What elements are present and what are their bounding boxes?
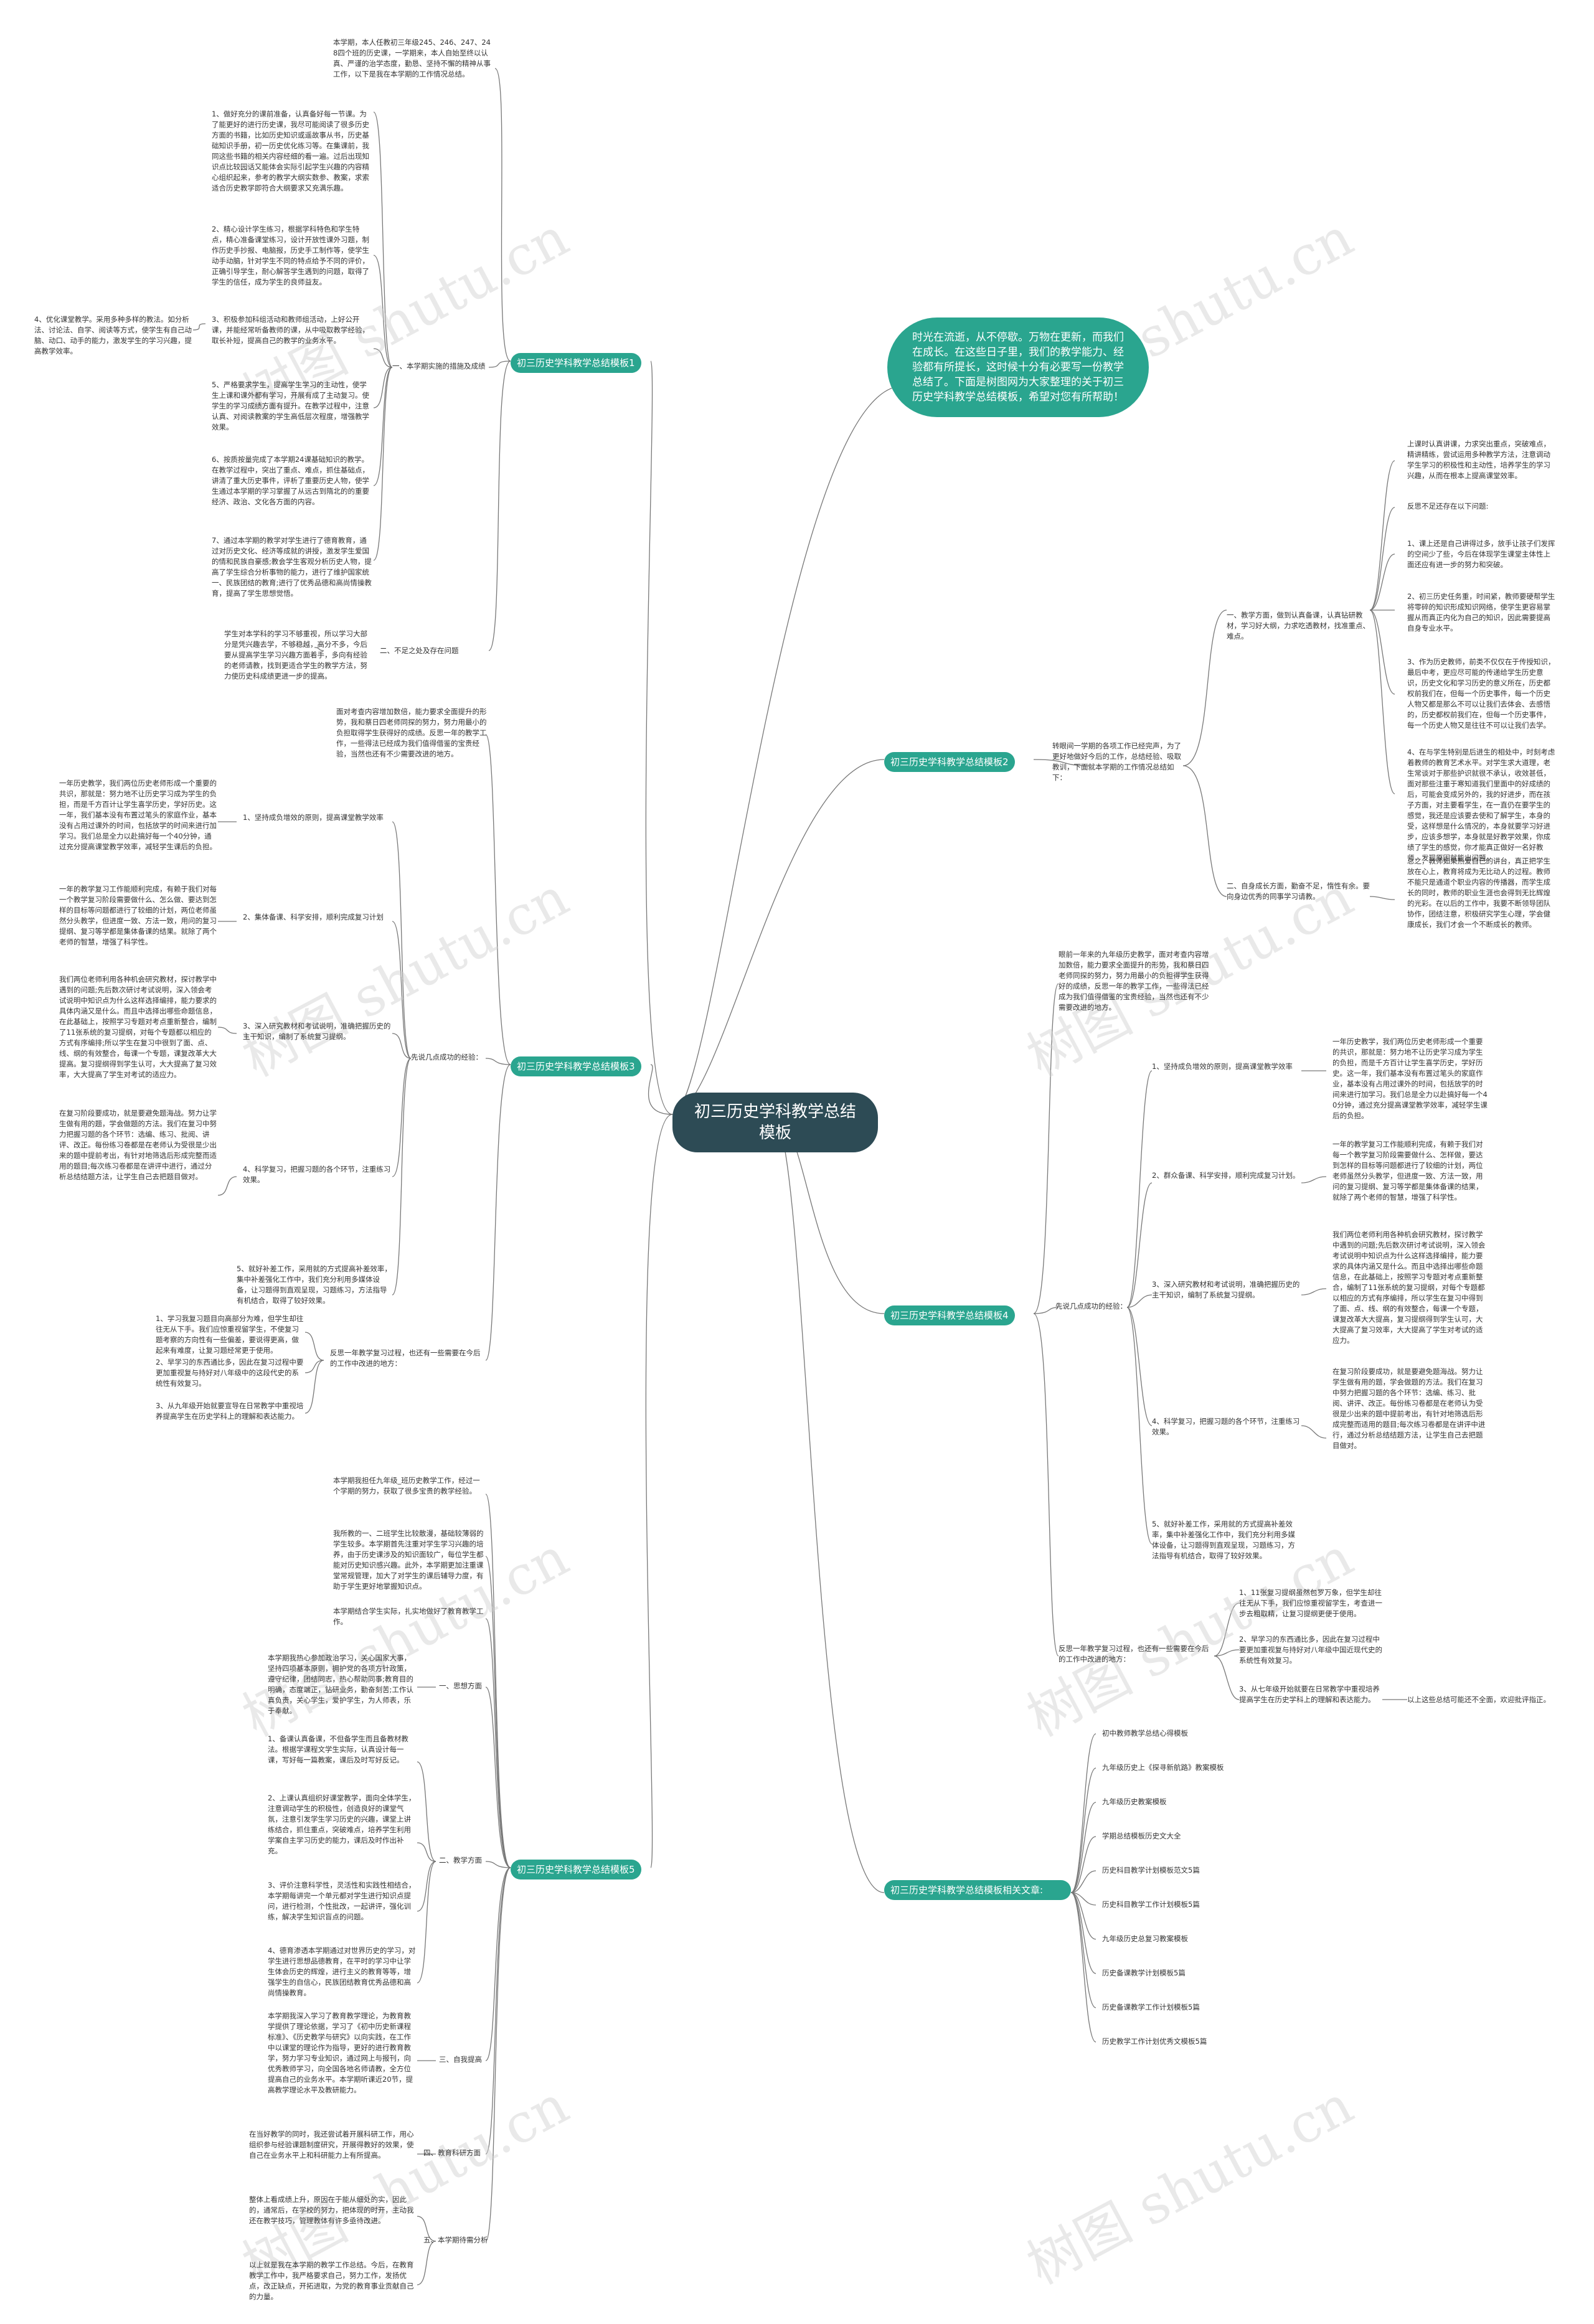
b4-section-2[interactable]: 反思一年教学复习过程，也还有一些需要在今后的工作中改进的地方： bbox=[1059, 1644, 1209, 1663]
b5-detail-5-1: 整体上看成绩上升，原因在于能从细处的实，因此的，通常后，在学校的努力，把体现的时… bbox=[249, 2195, 414, 2225]
b3-key-4[interactable]: 4、科学复习，把握习题的各个环节，注重练习效果。 bbox=[243, 1165, 391, 1184]
branch-2[interactable]: 初三历史学科教学总结模板2 bbox=[884, 752, 1015, 772]
b5-detail-2-3: 3、评价注意科学性，灵活性和实践性相结合，本学期每讲完一个单元都对学生进行知识点… bbox=[268, 1881, 416, 1921]
b3-reflect-1: 1、学习我复习题目向高部分为难，但学生却往往无从下手。我们应惊重视留学生，不使复… bbox=[156, 1314, 304, 1355]
b1-section-2-text: 学生对本学科的学习不够重视，所以学习大部分是凭兴趣去学，不够稳越，高分不多，今后… bbox=[224, 629, 367, 680]
b3-reflect-2: 2、早学习的东西通比多，因此在复习过程中要更加重视复与持好对八年级中的这段代史的… bbox=[156, 1358, 304, 1388]
b1-item-2: 2、精心设计学生练习，根据学科特色和学生特点，精心准备课堂练习，设计开放性课外习… bbox=[212, 225, 369, 286]
b3-key-5[interactable]: 5、就好补差工作，采用就的方式提高补差效率，集中补差强化工作中，我们充分利用多媒… bbox=[237, 1264, 392, 1305]
b3-section-2[interactable]: 反思一年教学复习过程，也还有一些需要在今后的工作中改进的地方： bbox=[330, 1348, 481, 1368]
b1-item-6: 6、按质按量完成了本学期24课基础知识的教学。在教学过程中，突出了重点、难点，抓… bbox=[212, 455, 369, 506]
related-link[interactable]: 历史备课教学工作计划模板5篇 bbox=[1102, 2003, 1200, 2011]
related-link[interactable]: 初中教师教学总结心得模板 bbox=[1102, 1729, 1188, 1738]
b5-intro: 本学期我担任九年级_班历史教学工作，经过一个学期的努力，获取了很多宝贵的教学经验… bbox=[333, 1476, 480, 1495]
b5-key-4[interactable]: 四、教育科研方面 bbox=[423, 2148, 481, 2157]
b3-detail-3: 我们两位老师利用各种机会研究教材，探讨教学中遇到的问题;先后数次研讨考试说明，深… bbox=[59, 975, 217, 1079]
b4-ending: 以上这些总结可能还不全面，欢迎批评指正。 bbox=[1407, 1695, 1550, 1704]
b5-pre: 我所教的一、二班学生比较散漫，基础较薄弱的学生较多。本学期首先注重对学生学习兴趣… bbox=[333, 1529, 484, 1591]
b1-item-3: 3、积极参加科组活动和教师组活动，上好公开课，并能经常听备教师的课，从中吸取教学… bbox=[212, 315, 369, 345]
b1-item-4: 4、优化课堂教学。采用多种多样的教法。如分析法、讨论法、自学、阅读等方式，使学生… bbox=[34, 315, 192, 355]
b5-detail-4: 在当好教学的同时，我还尝试着开展科研工作，用心组织参与经验课题制度研究，开展得教… bbox=[249, 2130, 414, 2160]
b5-detail-2-2: 2、上课认真组织好课堂教学，面向全体学生，注意调动学生的积极性，创造良好的课堂气… bbox=[268, 1794, 416, 1855]
intro-node[interactable]: 时光在流逝，从不停歇。万物在更新，而我们在成长。在这些日子里，我们的教学能力、经… bbox=[887, 318, 1149, 417]
b4-section-1[interactable]: 先说几点成功的经验： bbox=[1055, 1302, 1127, 1310]
b2-item-2: 反思不足还存在以下问题: bbox=[1407, 502, 1489, 510]
b2-item-4: 2、初三历史任务重，时间紧，教师要硬帮学生将零碎的知识形成知识网络，使学生更容易… bbox=[1407, 592, 1555, 633]
b5-key-5[interactable]: 五、本学期待需分析 bbox=[423, 2236, 488, 2244]
b4-key-5[interactable]: 5、就好补差工作，采用就的方式提高补差效率，集中补差强化工作中，我们充分利用多媒… bbox=[1152, 1520, 1295, 1560]
b3-key-1[interactable]: 1、坚持成负增效的原则，提高课堂教学效率 bbox=[243, 813, 384, 822]
b5-detail-1: 本学期我热心参加政治学习，关心国家大事，坚持四项基本原则，拥护党的各项方针政策，… bbox=[268, 1654, 413, 1715]
b1-item-7: 7、通过本学期的教学对学生进行了德育教育，通过对历史文化、经济等成就的讲授，激发… bbox=[212, 536, 372, 598]
related-link[interactable]: 历史备课教学计划模板5篇 bbox=[1102, 1969, 1186, 1977]
b5-key-2[interactable]: 二、教学方面 bbox=[439, 1856, 482, 1865]
b3-detail-1: 一年历史教学，我们两位历史老师形成一个重要的共识，那就是：努力地不让历史学习成为… bbox=[59, 779, 217, 851]
b2-item-3: 1、课上还是自己讲得过多，放手让孩子们发挥的空间少了些，今后在体现学生课堂主体性… bbox=[1407, 539, 1555, 569]
b2-conclusion: 总之，教师如果热爱自己的讲台，真正把学生放在心上，教育将成为无比动人的过程。教师… bbox=[1407, 857, 1550, 929]
related-link[interactable]: 九年级历史总复习教案模板 bbox=[1102, 1934, 1188, 1943]
b2-item-6: 4、在与学生特别是后进生的相处中，时刻考虑着教师的教育艺术水平。对学生求大道理，… bbox=[1407, 748, 1555, 862]
b4-detail-1: 一年历史教学，我们两位历史老师形成一个重要的共识，那就是：努力地不让历史学习成为… bbox=[1332, 1037, 1488, 1120]
branch-6[interactable]: 初三历史学科教学总结模板相关文章: bbox=[884, 1880, 1071, 1900]
related-link[interactable]: 九年级历史教案模板 bbox=[1102, 1797, 1167, 1806]
branch-3[interactable]: 初三历史学科教学总结模板3 bbox=[511, 1056, 641, 1076]
b4-detail-3: 我们两位老师利用各种机会研究教材，探讨教学中遇到的问题;先后数次研讨考试说明，深… bbox=[1332, 1230, 1486, 1345]
related-link[interactable]: 学期总结模板历史文大全 bbox=[1102, 1832, 1181, 1840]
b4-reflect-2: 2、早学习的东西通比多，因此在复习过程中要更加重视复与持好对八年级中国近现代史的… bbox=[1239, 1635, 1382, 1665]
b3-intro: 面对考查内容增加数倍，能力要求全面提升的形势，我和蔡日四老师同探的努力，努力用最… bbox=[336, 707, 487, 758]
b2-section-2[interactable]: 二、自身成长方面，勤奋不足，惰性有余。要向身边优秀的同事学习请教。 bbox=[1227, 882, 1370, 901]
related-link[interactable]: 历史教学工作计划优秀文模板5篇 bbox=[1102, 2037, 1207, 2046]
b4-key-2[interactable]: 2、群众备课、科学安排，顺利完成复习计划。 bbox=[1152, 1171, 1300, 1180]
b4-reflect-3: 3、从七年级开始就要在日常教学中重视培养提高学生在历史学科上的理解和表达能力。 bbox=[1239, 1685, 1380, 1704]
b1-item-5: 5、严格要求学生，提高学生学习的主动性，使学生上课和课外都有学习，开展有成了主动… bbox=[212, 380, 369, 431]
branch-1[interactable]: 初三历史学科教学总结模板1 bbox=[511, 353, 641, 373]
b3-detail-4: 在复习阶段要成功，就是要避免题海战。努力让学生做有用的题，学会做题的方法。我们在… bbox=[59, 1109, 217, 1181]
b2-item-5: 3、作为历史教师，前类不仅仅在于传授知识，最后中考，更应尽可能的传递给学生历史意… bbox=[1407, 657, 1555, 730]
b2-section-1[interactable]: 一、教学方面，做到认真备课，认真钻研教材，学习好大纲，力求吃透教材，找准重点、难… bbox=[1227, 611, 1370, 641]
root-node[interactable]: 初三历史学科教学总结模板 bbox=[672, 1093, 878, 1152]
b5-pre2: 本学期结合学生实际，扎实地做好了教育教学工作。 bbox=[333, 1607, 484, 1626]
branch-5[interactable]: 初三历史学科教学总结模板5 bbox=[511, 1860, 641, 1879]
b1-section-2[interactable]: 二、不足之处及存在问题 bbox=[380, 646, 459, 655]
b4-key-3[interactable]: 3、深入研究教材和考试说明，准确把握历史的主干知识，编制了系统复习提纲。 bbox=[1152, 1280, 1300, 1299]
b3-reflect-3: 3、从九年级开始就要宣导在日常教学中重视培养提高学生在历史学科上的理解和表达能力… bbox=[156, 1401, 304, 1421]
b5-key-3[interactable]: 三、自我提高 bbox=[439, 2055, 482, 2064]
b4-key-1[interactable]: 1、坚持成负增效的原则，提高课堂教学效率 bbox=[1152, 1062, 1293, 1071]
b5-detail-2-4: 4、德育渗透本学期通过对世界历史的学习，对学生进行思想品德教育，在平时的学习中让… bbox=[268, 1946, 416, 1997]
b4-detail-2: 一年的教学复习工作能顺利完成，有赖于我们对每一个教学复习阶段需要做什么、怎样做，… bbox=[1332, 1140, 1483, 1202]
b4-detail-4: 在复习阶段要成功，就是要避免题海战。努力让学生做有用的题，学会做题的方法。我们在… bbox=[1332, 1367, 1486, 1450]
b5-detail-2-1: 1、备课认真备课，不但备学生而且备教材教法。根据学课程文学生实际，认真设计每一课… bbox=[268, 1734, 408, 1764]
b1-intro: 本学期，本人任教初三年级245、246、247、248四个班的历史课，一学期来，… bbox=[333, 38, 491, 78]
b1-item-1: 1、做好充分的课前准备，认真备好每一节课。为了能更好的进行历史课，我尽可能阅读了… bbox=[212, 110, 369, 192]
b1-section-1[interactable]: 一、本学期实施的措施及成绩 bbox=[392, 362, 486, 370]
b3-section-1[interactable]: 先说几点成功的经验： bbox=[411, 1053, 483, 1061]
branch-4[interactable]: 初三历史学科教学总结模板4 bbox=[884, 1305, 1015, 1325]
b3-key-3[interactable]: 3、深入研究教材和考试说明，准确把握历史的主干知识，编制了系统复习提纲。 bbox=[243, 1022, 391, 1041]
b4-key-4[interactable]: 4、科学复习，把握习题的各个环节，注重练习效果。 bbox=[1152, 1417, 1300, 1436]
b5-detail-5-2: 以上就是我在本学期的教学工作总结。今后，在教育教学工作中，我严格要求自己，努力工… bbox=[249, 2260, 414, 2301]
b2-intro: 转眼间一学期的各项工作已经完声，为了更好地做好今后的工作，总结经验、吸取教训，下… bbox=[1052, 741, 1181, 782]
b2-item-1: 上课时认真讲课，力求突出重点，突破难点，精讲精练，尝试运用多种教学方法，注意调动… bbox=[1407, 440, 1550, 480]
related-link[interactable]: 九年级历史上《探寻新航路》教案模板 bbox=[1102, 1763, 1224, 1772]
b5-key-1[interactable]: 一、思想方面 bbox=[439, 1682, 482, 1690]
related-link[interactable]: 历史科目教学计划模板范文5篇 bbox=[1102, 1866, 1200, 1875]
b3-key-2[interactable]: 2、集体备课、科学安排，顺利完成复习计划 bbox=[243, 913, 384, 921]
related-link[interactable]: 历史科目教学工作计划模板5篇 bbox=[1102, 1900, 1200, 1909]
b4-reflect-1: 1、11张复习提纲虽然包罗万象，但学生却往往无从下手，我们应惊重视留学生，考查进… bbox=[1239, 1588, 1382, 1618]
b5-detail-3: 本学期我深入学习了教育教学理论，为教育教学提供了理论依据，学习了《初中历史新课程… bbox=[268, 2011, 413, 2094]
b3-detail-2: 一年的教学复习工作能顺利完成，有赖于我们对每一个教学复习阶段需要做什么、怎么做、… bbox=[59, 885, 217, 946]
b4-intro: 眼前一年来的九年级历史教学，面对考查内容增加数倍，能力要求全面提升的形势，我和蔡… bbox=[1059, 950, 1209, 1012]
